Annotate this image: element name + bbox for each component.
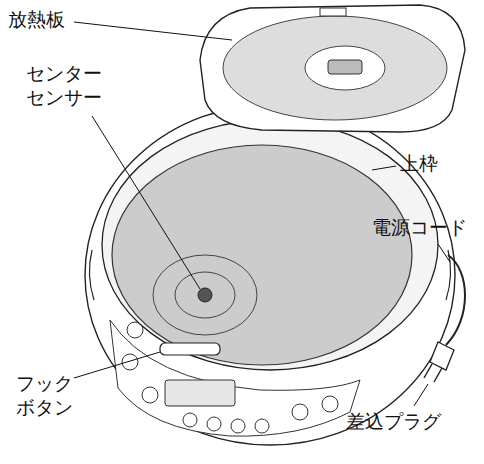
part-label: 差込プラグ — [346, 410, 441, 434]
hook-button — [160, 343, 220, 355]
panel-button — [231, 419, 245, 433]
lid-knob — [328, 60, 362, 74]
leader-line — [74, 22, 232, 40]
part-label: 上枠 — [400, 152, 438, 176]
leader-line — [414, 384, 428, 406]
part-label: フック ボタン — [16, 372, 82, 420]
panel-button — [255, 419, 269, 433]
display — [165, 380, 235, 406]
power-cord — [446, 255, 465, 345]
panel-button — [183, 413, 197, 427]
lid — [200, 5, 465, 132]
panel-button — [122, 354, 138, 370]
plug-body — [430, 342, 454, 370]
part-label: 放熱板 — [8, 8, 65, 32]
heat-plate — [223, 16, 447, 120]
cooker-body — [85, 105, 455, 445]
body-handle — [89, 250, 94, 300]
plug-prong — [424, 364, 432, 378]
leader-line — [92, 116, 200, 289]
inner-pot — [112, 145, 412, 365]
panel-button — [207, 417, 221, 431]
leader-line — [372, 166, 396, 170]
center-sensor — [198, 288, 212, 302]
lid-latch — [320, 8, 346, 16]
panel-button — [292, 404, 308, 420]
part-label: センター センサー — [26, 62, 116, 110]
heat-plate-center — [305, 46, 385, 90]
plug-prong — [434, 368, 442, 382]
leader-line — [438, 244, 450, 262]
panel-button — [322, 396, 338, 412]
panel-button — [127, 322, 143, 338]
sensor-ring — [153, 255, 257, 335]
panel-button — [142, 387, 158, 403]
upper-frame — [102, 120, 438, 370]
control-panel — [110, 320, 360, 436]
sensor-ring — [175, 272, 235, 318]
part-label: 電源コード — [372, 216, 467, 240]
leader-line — [74, 352, 160, 378]
